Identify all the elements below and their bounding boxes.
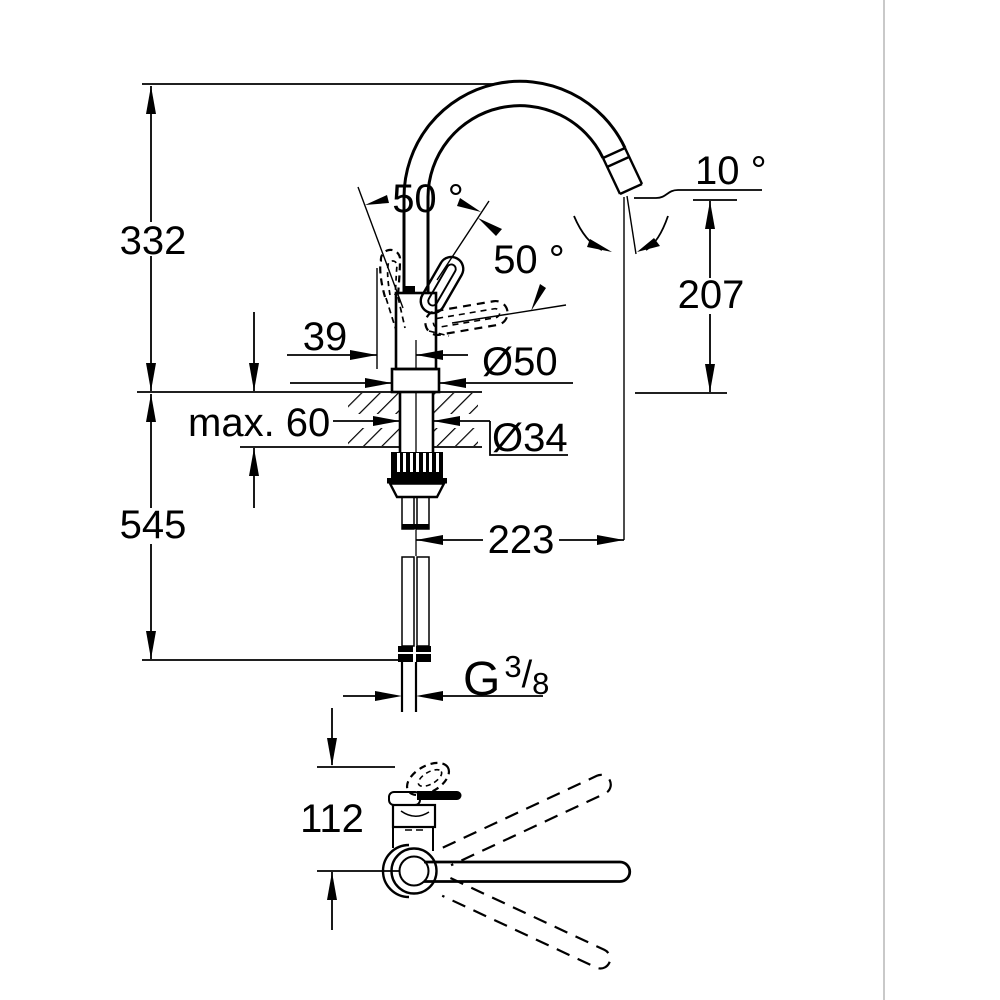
hose-left	[401, 556, 415, 647]
dim-outlet-angle-label: 10 °	[695, 149, 767, 193]
lever-angle-rays	[357, 186, 567, 369]
dim-base-diameter-label: Ø50	[482, 340, 558, 384]
dim-under-counter-label: 545	[120, 503, 187, 547]
lever-pivot-nub	[405, 286, 415, 293]
dim-hole-diameter: Ø34	[333, 416, 568, 460]
nut-collar	[388, 482, 446, 499]
dim-lever-angle-side-label: 50 °	[493, 238, 565, 282]
dim-lever-clearance: 39	[287, 315, 468, 360]
countertop-hatch	[348, 393, 478, 446]
knurl-grooves	[397, 453, 439, 472]
angle-arrow-left	[587, 239, 612, 252]
plan-spout-swivel-down	[441, 877, 612, 970]
dim-plan-offset: 112	[300, 708, 400, 930]
plan-lever-bar	[417, 791, 462, 800]
faucet-body	[390, 286, 441, 556]
angle50-arrow-d	[531, 284, 546, 311]
lever-positions	[379, 248, 509, 337]
dim-left-heights: 332 545	[120, 86, 187, 659]
lever-mid-position-solid	[419, 255, 465, 315]
plan-spout-swivel-up	[442, 773, 612, 867]
lever-front-position-dashed	[424, 299, 509, 337]
dim-counter-thickness: max. 60	[188, 312, 330, 508]
plan-view: 112	[300, 708, 632, 970]
plan-swivel-joint	[381, 843, 438, 899]
front-view: 332 545 max. 60 39	[120, 79, 767, 712]
dim-spout-reach: 223	[416, 518, 624, 562]
angle50-arrow-a	[365, 195, 389, 205]
dim-counter-thickness-label: max. 60	[188, 401, 330, 445]
plan-spout-solid	[424, 860, 632, 883]
outlet-tilt-line	[626, 195, 637, 255]
outlet-references	[573, 189, 762, 540]
dim-outlet-height: 207	[635, 199, 745, 394]
dim-spout-reach-label: 223	[488, 518, 555, 562]
dim-base-diameter: Ø50	[290, 340, 573, 388]
dim-lever-angle-front-label: 50 °	[392, 177, 464, 221]
dim-outlet-height-label: 207	[678, 273, 745, 317]
spout-inner-line	[426, 104, 605, 293]
thread-tail	[400, 662, 418, 712]
angle-arrow-right	[637, 238, 660, 252]
plan-spout-positions	[424, 773, 632, 970]
outlet-angle-leader	[634, 189, 762, 199]
spout-arc	[402, 79, 644, 293]
reference-lines	[137, 83, 498, 661]
angle50-arrow-b	[457, 198, 481, 212]
spout-outlet	[601, 146, 644, 196]
lever-back-position-dashed	[379, 248, 406, 331]
dim-lever-clearance-label: 39	[303, 315, 348, 359]
hose-end-fittings	[398, 646, 431, 662]
dim-plan-offset-label: 112	[300, 797, 364, 841]
dim-overall-height-label: 332	[120, 219, 187, 263]
plan-lever-knob-dashed	[405, 761, 451, 797]
base-flange	[390, 367, 441, 394]
supply-hoses	[398, 556, 431, 712]
nut-lip	[387, 478, 447, 484]
spout-outer-line	[402, 79, 627, 293]
hose-right	[416, 556, 430, 647]
mounting-hardware	[387, 452, 447, 530]
dim-hole-diameter-label: Ø34	[492, 416, 568, 460]
angle50-arrow-c	[478, 218, 502, 236]
plan-body	[391, 803, 437, 829]
plan-faucet-body	[388, 791, 462, 851]
